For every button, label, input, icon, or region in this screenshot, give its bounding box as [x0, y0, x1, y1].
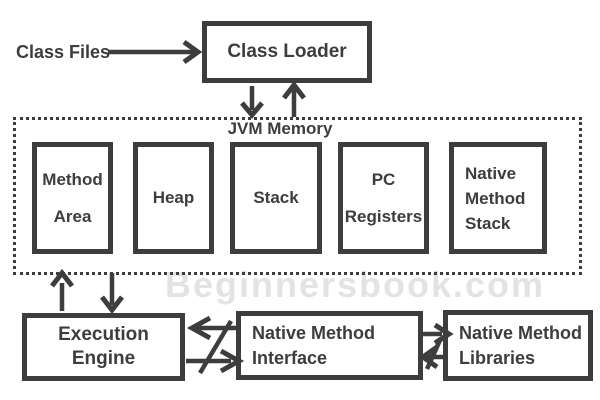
arrow-executionengine-to-jvmmemory-down-icon [100, 273, 124, 315]
class-files-label: Class Files [16, 42, 111, 62]
jvm-memory-title: JVM Memory [227, 119, 333, 138]
arrow-nmi-to-executionengine-icon [186, 315, 236, 341]
native-method-stack-label: Native Method Stack [465, 163, 526, 233]
native-method-libraries-box: Native Method Libraries [443, 310, 593, 381]
method-area-label: Method Area [42, 170, 103, 226]
memory-box-heap: Heap [133, 142, 214, 254]
memory-box-native-method-stack: Native Method Stack [449, 142, 547, 254]
memory-box-method-area: Method Area [32, 142, 113, 254]
arrow-classfiles-to-classloader-icon [108, 39, 203, 65]
native-method-interface-label: Native Method Interface [252, 322, 376, 368]
arrow-jvmmemory-to-classloader-icon [282, 80, 306, 117]
arrow-executionengine-to-nmi-icon [186, 348, 245, 374]
stack-label: Stack [253, 188, 299, 208]
class-loader-label: Class Loader [227, 41, 347, 63]
watermark: Beginnersbook.com [164, 264, 546, 305]
execution-engine-box: Execution Engine [22, 313, 185, 381]
jvm-memory-region [13, 117, 582, 275]
memory-box-pc-registers: PC Registers [338, 142, 429, 254]
pc-registers-label: PC Registers [344, 170, 423, 226]
native-method-interface-box: Native Method Interface [236, 311, 423, 380]
heap-label: Heap [152, 188, 195, 208]
memory-box-stack: Stack [230, 142, 322, 254]
arrow-classloader-to-jvmmemory-icon [240, 86, 264, 119]
class-loader-box: Class Loader [202, 21, 372, 83]
execution-engine-label: Execution Engine [58, 324, 149, 369]
crossing-stroke-right-icon [424, 337, 444, 370]
arrow-jvmmemory-to-executionengine-up-icon [50, 268, 74, 311]
crossing-stroke-left-icon [198, 319, 233, 375]
native-method-libraries-label: Native Method Libraries [459, 322, 583, 368]
